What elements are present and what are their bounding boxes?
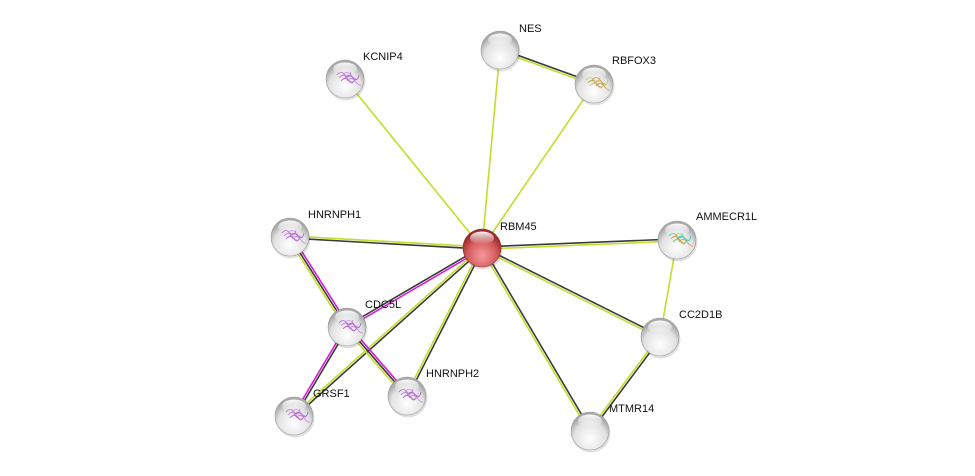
edge-rbm45-hnrnph1[interactable] [289,235,483,250]
node-label: NES [519,23,542,35]
node-highlight [333,62,357,76]
edge-rbm45-cc2d1b[interactable] [481,246,661,339]
node-hnrnph2[interactable]: HNRNPH2 [387,368,479,418]
node-highlight [488,33,512,47]
node-label: HNRNPH2 [426,368,479,380]
node-cc2d1b[interactable]: CC2D1B [640,309,722,359]
edge-line-coexpression [346,246,482,327]
node-rbm45[interactable]: RBM45 [462,221,537,270]
node-highlight [582,67,606,81]
edge-line-coexpression [482,247,592,431]
edge-line-coexpression [294,248,484,418]
node-highlight [395,379,419,393]
node-grsf1[interactable]: GRSF1 [274,388,350,438]
edge-line-textmining [481,49,501,249]
node-highlight [282,399,306,413]
edge-rbm45-ammecr1l[interactable] [481,238,678,250]
node-mtmr14[interactable]: MTMR14 [570,403,654,453]
node-nes[interactable]: NES [480,23,542,72]
edge-cc2d1b-mtmr14[interactable] [588,335,662,433]
edge-line-textmining [588,335,660,431]
edge-line-coexpression [289,237,482,250]
edge-line-textmining [480,248,590,432]
edge-rbm45-cdc5l[interactable] [346,246,483,329]
node-hnrnph1[interactable]: HNRNPH1 [270,209,361,259]
node-label: KCNIP4 [363,51,403,63]
edge-line-textmining [482,240,678,250]
edge-rbm45-rbfox3[interactable] [481,83,595,249]
node-highlight [278,220,302,234]
edge-rbm45-grsf1[interactable] [292,246,484,418]
edge-line-textmining [481,248,660,339]
node-highlight [335,310,359,324]
node-rbfox3[interactable]: RBFOX3 [574,55,656,106]
edge-rbm45-mtmr14[interactable] [480,247,592,432]
edge-line-coexpression [407,248,484,397]
edge-line-coexpression [482,246,661,337]
node-cdc5l[interactable]: CDC5L [327,299,401,349]
node-label: CDC5L [365,299,401,311]
node-label: MTMR14 [609,403,654,415]
node-label: AMMECR1L [696,211,757,223]
node-label: RBFOX3 [612,55,656,67]
node-label: CC2D1B [679,309,722,321]
edge-line-experiments [347,248,483,329]
node-kcnip4[interactable]: KCNIP4 [325,51,403,101]
edge-line-coexpression [481,238,677,248]
node-label: RBM45 [500,221,537,233]
node-highlight [578,414,602,428]
edge-rbm45-kcnip4[interactable] [344,78,483,249]
edge-rbm45-nes[interactable] [481,49,501,249]
node-label: GRSF1 [313,388,350,400]
edge-rbm45-hnrnph2[interactable] [405,247,484,397]
protein-structure-icon [285,408,311,423]
edge-line-textmining [481,83,595,249]
protein-structure-icon [585,76,611,91]
node-highlight [648,320,672,334]
edge-line-textmining [292,246,482,416]
node-highlight [470,231,494,245]
edge-line-textmining [344,78,483,249]
node-highlight [665,223,689,237]
node-label: HNRNPH1 [308,209,361,221]
edge-line-textmining [290,235,483,248]
edge-line-textmining [405,247,482,396]
node-ammecr1l[interactable]: AMMECR1L [657,211,757,262]
edge-line-coexpression [590,337,662,433]
